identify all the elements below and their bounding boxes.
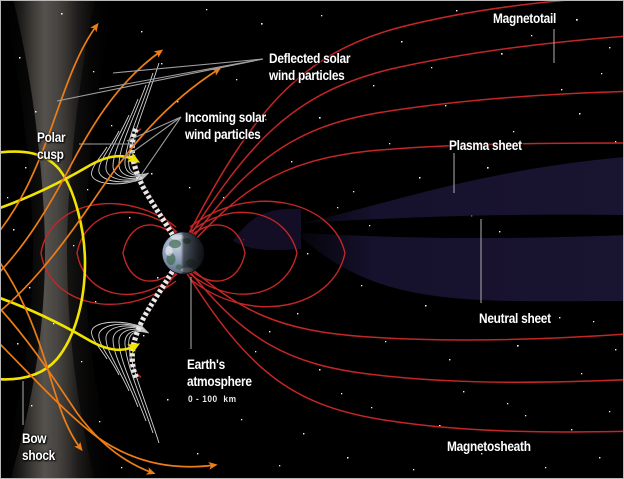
- label-plasma-sheet: Plasma sheet: [449, 138, 522, 153]
- leader-deflected-2: [98, 58, 264, 90]
- label-polar-cusp-line2: cusp: [37, 147, 64, 162]
- label-incoming-line2: wind particles: [185, 127, 261, 142]
- field-lines-closed-nightside: [186, 200, 346, 308]
- solar-wind-streamlines-north: [1, 22, 222, 312]
- label-atmosphere-line1: Earth's: [187, 357, 225, 372]
- solar-wind-streamlines-south: [1, 262, 218, 475]
- leader-incoming-3: [136, 116, 182, 182]
- label-magnetotail: Magnetotail: [493, 11, 557, 26]
- label-neutral-sheet: Neutral sheet: [479, 311, 551, 326]
- earth-globe: [161, 231, 205, 275]
- leader-incoming-1: [126, 116, 182, 142]
- leader-incoming-2: [122, 116, 182, 160]
- bow-shock-front: [1, 1, 116, 478]
- label-bow-shock-line1: Bow: [22, 431, 47, 446]
- leader-deflected-3: [56, 58, 264, 102]
- label-incoming-line1: Incoming solar: [185, 110, 266, 125]
- plasma-sheet-region: [233, 157, 623, 302]
- label-atmosphere-range: 0 - 100 km: [188, 394, 237, 405]
- label-atmosphere-line2: atmosphere: [187, 374, 252, 389]
- cusp-funnel-south: [91, 321, 160, 444]
- label-bow-shock-line2: shock: [22, 448, 56, 463]
- field-lines-tail-south: [182, 260, 623, 433]
- plasma-sheet-lower-lobe: [301, 233, 623, 302]
- polar-cusp-arrow-north: [1, 152, 141, 209]
- label-deflected-line1: Deflected solar: [269, 51, 351, 66]
- polar-cusp-arrows: [1, 152, 141, 354]
- field-lines-closed-dayside: [40, 202, 180, 305]
- leader-deflected-1: [112, 58, 264, 74]
- polar-cusp-arrow-south: [1, 297, 141, 354]
- label-polar-cusp-line1: Polar: [37, 130, 66, 145]
- label-magnetosheath: Magnetosheath: [447, 439, 531, 454]
- label-deflected-line2: wind particles: [269, 68, 345, 83]
- field-lines-tail-north: [182, 1, 623, 254]
- leader-lines: [22, 29, 555, 425]
- plasma-sheet-upper-lobe: [301, 157, 623, 223]
